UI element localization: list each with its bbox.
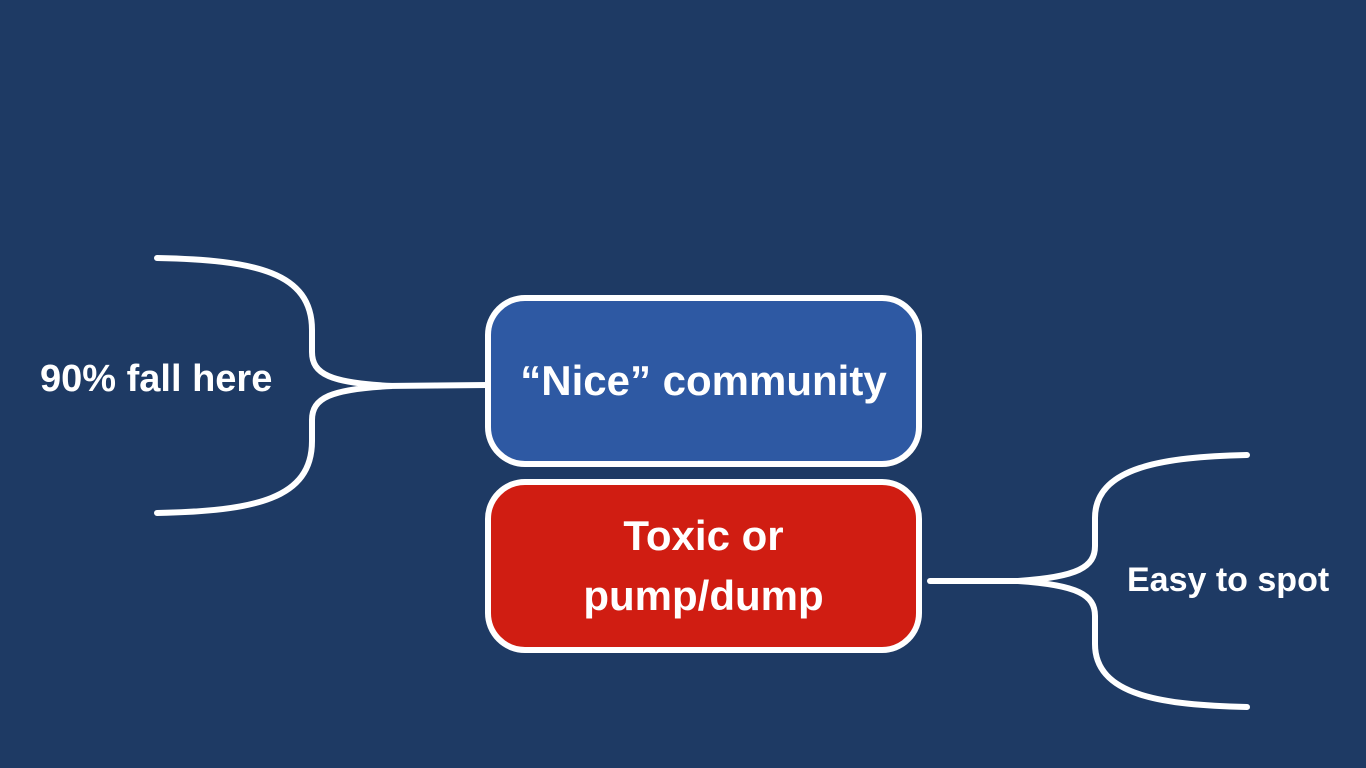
node-nice-community-label: “Nice” community bbox=[520, 357, 887, 405]
node-toxic-label-line1: Toxic or bbox=[623, 512, 784, 560]
annotation-easy-to-spot: Easy to spot bbox=[1127, 561, 1330, 599]
node-toxic-pump-dump: Toxic or pump/dump bbox=[485, 479, 922, 653]
node-toxic-label-line2: pump/dump bbox=[583, 572, 824, 619]
node-nice-community: “Nice” community bbox=[485, 295, 922, 467]
node-toxic-label: Toxic or pump/dump bbox=[583, 506, 823, 625]
left-connector-line bbox=[381, 382, 491, 389]
annotation-90-percent-fall-here: 90% fall here bbox=[40, 358, 273, 400]
